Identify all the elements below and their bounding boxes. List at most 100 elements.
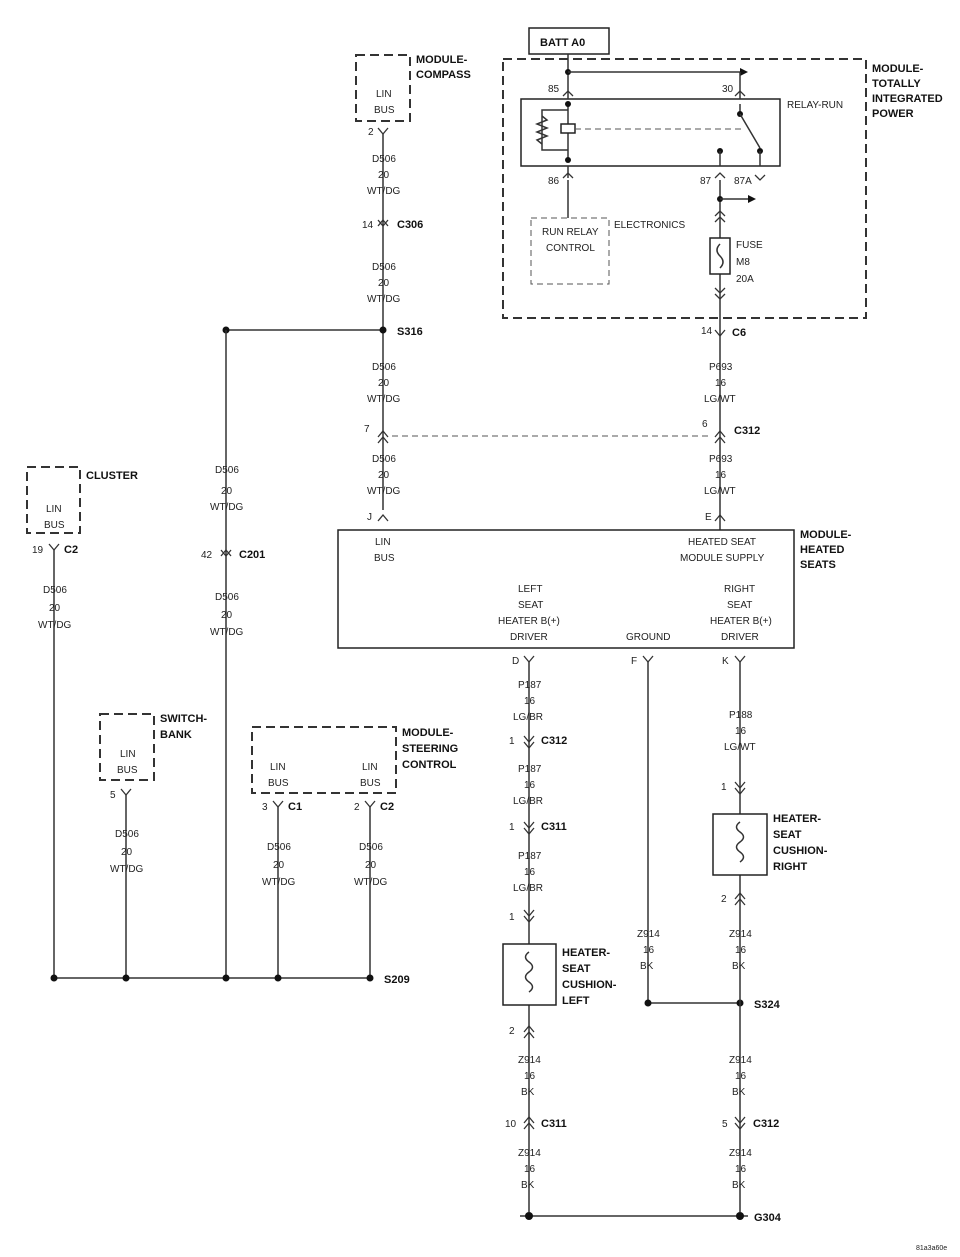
svg-text:WT/DG: WT/DG	[367, 186, 401, 197]
svg-text:C312: C312	[541, 735, 567, 747]
svg-text:20: 20	[273, 860, 285, 871]
relay-coil-icon	[534, 115, 550, 145]
wire-label-z914-d: Z914 16 BK	[729, 929, 752, 972]
hsm-pin-f: F	[631, 656, 637, 667]
svg-text:P187: P187	[518, 680, 542, 691]
heater-seat-cushion-left: HEATER- SEAT CUSHION- LEFT	[502, 943, 617, 1007]
svg-text:RIGHT: RIGHT	[773, 861, 808, 873]
compass-module: LIN BUS MODULE- COMPASS 2	[355, 54, 471, 138]
wire-label-p188: P188 16 LG/WT	[724, 710, 756, 753]
connector-c6: 14 C6	[701, 326, 746, 339]
svg-text:Z914: Z914	[729, 1148, 752, 1159]
tipm-module: MODULE- TOTALLY INTEGRATED POWER RELAY-R…	[502, 54, 943, 319]
cluster-bus: BUS	[44, 520, 65, 531]
tipm-name-1: MODULE-	[872, 63, 924, 75]
wire-label-d506-j: D506 20 WT/DG	[354, 842, 388, 888]
svg-text:LEFT: LEFT	[562, 995, 590, 1007]
svg-text:CUSHION-: CUSHION-	[773, 845, 828, 857]
svg-text:16: 16	[524, 1071, 536, 1082]
compass-lin: LIN	[376, 89, 392, 100]
wire-label-z914-b: Z914 16 BK	[518, 1148, 541, 1191]
svg-text:20: 20	[221, 486, 233, 497]
svg-text:P693: P693	[709, 454, 733, 465]
svg-text:LG/WT: LG/WT	[704, 486, 736, 497]
heater-right-pin-1: 1	[721, 782, 727, 793]
tipm-name-2: TOTALLY	[872, 78, 921, 90]
connector-c311-left: 1 C311	[509, 821, 567, 836]
svg-text:BK: BK	[521, 1087, 535, 1098]
steering-control-module: LIN BUS LIN BUS MODULE- STEERING CONTROL…	[251, 726, 458, 813]
svg-text:10: 10	[505, 1119, 517, 1130]
pin-30: 30	[722, 84, 734, 95]
hsm-left-4: DRIVER	[510, 632, 548, 643]
relay-run-label: RELAY-RUN	[787, 100, 843, 111]
svg-text:D506: D506	[215, 465, 239, 476]
steering-conn-2: C2	[380, 801, 394, 813]
svg-text:BK: BK	[640, 961, 654, 972]
svg-text:Z914: Z914	[729, 929, 752, 940]
hsm-right-4: DRIVER	[721, 632, 759, 643]
compass-name-2: COMPASS	[416, 69, 471, 81]
hsm-name-3: SEATS	[800, 559, 836, 571]
svg-text:1: 1	[509, 822, 515, 833]
svg-text:C312: C312	[753, 1118, 779, 1130]
wire-label-z914-a: Z914 16 BK	[518, 1055, 541, 1098]
svg-text:Z914: Z914	[518, 1148, 541, 1159]
svg-text:C311: C311	[541, 1118, 567, 1130]
svg-text:16: 16	[715, 378, 727, 389]
svg-text:16: 16	[735, 726, 747, 737]
svg-text:D506: D506	[372, 362, 396, 373]
wire-label-d506-a: D506 20 WT/DG	[367, 154, 401, 197]
svg-text:16: 16	[735, 1071, 747, 1082]
svg-text:16: 16	[524, 1164, 536, 1175]
ground-icon	[736, 1212, 744, 1220]
hsm-supply-2: MODULE SUPPLY	[680, 553, 765, 564]
svg-text:20: 20	[121, 847, 133, 858]
cluster-name: CLUSTER	[86, 470, 138, 482]
wire-label-z914-c: Z914 16 BK	[637, 929, 660, 972]
svg-text:Z914: Z914	[637, 929, 660, 940]
wire-label-d506-e: D506 20 WT/DG	[210, 465, 244, 513]
steering-pin-2: 2	[354, 802, 360, 813]
svg-text:LG/BR: LG/BR	[513, 796, 543, 807]
rrc-line-1: RUN RELAY	[542, 227, 599, 238]
heater-right-pin-2: 2	[721, 894, 727, 905]
figure-id: 81a3a60e	[916, 1245, 947, 1252]
wire-label-p693-a: P693 16 LG/WT	[704, 362, 736, 405]
heater-element-icon	[524, 951, 534, 993]
connector-c201: 42 C201	[201, 548, 265, 561]
steering-name-1: MODULE-	[402, 727, 454, 739]
svg-text:C201: C201	[239, 549, 265, 561]
svg-text:C6: C6	[732, 327, 746, 339]
svg-text:WT/DG: WT/DG	[354, 877, 388, 888]
svg-text:D506: D506	[43, 585, 67, 596]
svg-text:14: 14	[362, 220, 374, 231]
svg-text:WT/DG: WT/DG	[110, 864, 144, 875]
compass-name-1: MODULE-	[416, 54, 468, 66]
switch-bank-module: LIN BUS SWITCH- BANK 5	[99, 713, 207, 801]
cluster-pin: 19	[32, 545, 44, 556]
svg-text:Z914: Z914	[518, 1055, 541, 1066]
hsm-ground: GROUND	[626, 632, 670, 643]
svg-text:P188: P188	[729, 710, 753, 721]
svg-text:C312: C312	[734, 425, 760, 437]
heater-left-pin-2: 2	[509, 1026, 515, 1037]
svg-text:42: 42	[201, 550, 213, 561]
svg-text:D506: D506	[372, 454, 396, 465]
tipm-name-3: INTEGRATED	[872, 93, 943, 105]
svg-text:WT/DG: WT/DG	[367, 486, 401, 497]
svg-text:20: 20	[378, 278, 390, 289]
wire-label-p187-a: P187 16 LG/BR	[513, 680, 543, 723]
wire-label-p693-b: P693 16 LG/WT	[704, 454, 736, 497]
fuse-label-3: 20A	[736, 274, 754, 285]
heater-seat-cushion-right: HEATER- SEAT CUSHION- RIGHT	[712, 813, 828, 876]
hsm-right-2: SEAT	[727, 600, 752, 611]
run-relay-control-box	[530, 217, 610, 285]
splice-s209: S209	[384, 974, 410, 986]
connector-c312-bottom: 5 C312	[722, 1116, 779, 1131]
steering-lin-2: LIN	[362, 762, 378, 773]
steering-pin-1: 3	[262, 802, 268, 813]
wire-label-d506-h: D506 20 WT/DG	[110, 829, 144, 875]
svg-text:20: 20	[378, 170, 390, 181]
wire-label-d506-d: D506 20 WT/DG	[367, 454, 401, 497]
